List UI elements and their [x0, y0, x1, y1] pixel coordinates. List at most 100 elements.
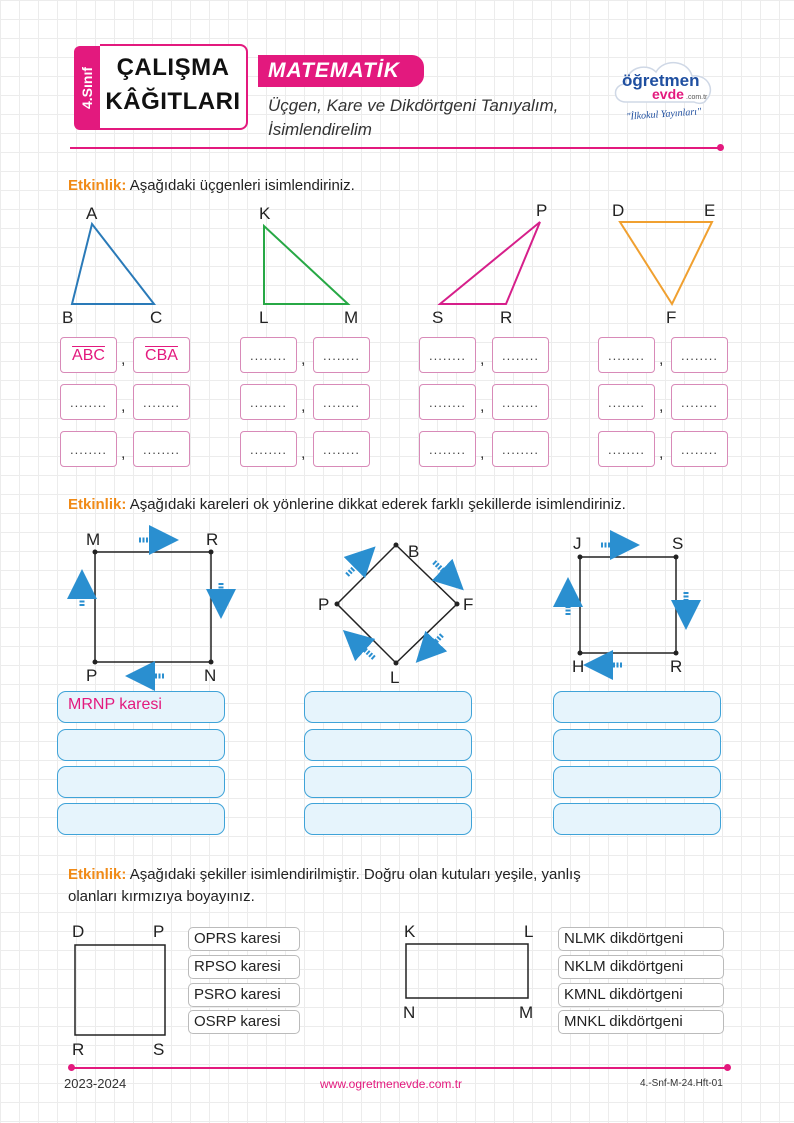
activity1-instruction: Etkinlik: Aşağıdaki üçgenleri isimlendir… — [68, 177, 355, 194]
vertex-label: R — [500, 308, 513, 327]
vertex-label: S — [672, 534, 684, 553]
title-line-2: KÂĞITLARI — [105, 88, 241, 115]
vertex-label: B — [408, 542, 420, 561]
footer-divider — [72, 1067, 726, 1069]
answer-box[interactable]: ........ — [419, 431, 476, 467]
comma: , — [659, 351, 664, 368]
vertex-label: D — [72, 922, 85, 941]
answer-box[interactable]: ........ — [419, 384, 476, 420]
arrow-icon — [553, 530, 701, 680]
vertex-label: L — [390, 668, 400, 687]
answer-box[interactable]: ........ — [60, 431, 117, 467]
answer-box[interactable]: ........ — [240, 384, 297, 420]
subject-banner: MATEMATİK — [258, 55, 424, 87]
vertex-label: F — [463, 595, 474, 614]
answer-box[interactable]: ........ — [492, 384, 549, 420]
comma: , — [301, 445, 306, 462]
activity-text: Aşağıdaki kareleri ok yönlerine dikkat e… — [129, 496, 626, 513]
footer-url[interactable]: www.ogretmenevde.com.tr — [320, 1077, 463, 1091]
arrow-icon — [342, 546, 464, 663]
footer-divider-dot — [68, 1064, 75, 1071]
answer-box[interactable]: ........ — [240, 431, 297, 467]
comma: , — [121, 398, 126, 415]
vertex-label: D — [612, 201, 625, 220]
comma: , — [301, 351, 306, 368]
answer-field[interactable]: MRNP karesi — [57, 691, 225, 723]
option-box[interactable]: OPRS karesi — [188, 927, 300, 951]
vertex-label: C — [150, 308, 163, 327]
comma: , — [480, 351, 485, 368]
answer-box[interactable]: ........ — [671, 337, 728, 373]
answer-field[interactable] — [553, 691, 721, 723]
answer-field[interactable] — [304, 691, 472, 723]
option-box[interactable]: OSRP karesi — [188, 1010, 300, 1034]
answer-field[interactable] — [304, 803, 472, 835]
activity2-instruction: Etkinlik: Aşağıdaki kareleri ok yönlerin… — [68, 496, 626, 513]
answer-box[interactable]: ........ — [419, 337, 476, 373]
answer-field[interactable] — [57, 729, 225, 761]
vertex-label: P — [86, 666, 98, 685]
square-dprs — [74, 944, 166, 1036]
answer-field[interactable] — [57, 803, 225, 835]
answer-box[interactable]: ........ — [133, 431, 190, 467]
triangle-abc — [70, 221, 157, 305]
logo-tagline: "İlkokul Yayınları" — [626, 105, 702, 122]
topic-title: Üçgen, Kare ve Dikdörtgeni Tanıyalım, İs… — [268, 94, 613, 142]
answer-field[interactable] — [553, 729, 721, 761]
activity-text-line-2: olanları kırmızıya boyayınız. — [68, 888, 255, 905]
answer-box[interactable]: ........ — [313, 384, 370, 420]
footer-divider-dot — [724, 1064, 731, 1071]
vertex-label: P — [153, 922, 165, 941]
option-box[interactable]: RPSO karesi — [188, 955, 300, 979]
answer-box[interactable]: ........ — [60, 384, 117, 420]
answer-field[interactable] — [553, 803, 721, 835]
vertex-label: N — [204, 666, 217, 685]
answer-box[interactable]: ........ — [598, 431, 655, 467]
vertex-label: J — [573, 534, 582, 553]
triangles-figure — [70, 221, 714, 307]
squares-figure — [67, 525, 701, 691]
triangle-def — [618, 221, 714, 307]
logo-main: öğretmen — [622, 71, 699, 90]
activity-label: Etkinlik: — [68, 177, 127, 194]
answer-field[interactable] — [304, 729, 472, 761]
vertex-label: P — [318, 595, 330, 614]
vertex-label: M — [86, 530, 101, 549]
answer-box[interactable]: ........ — [313, 337, 370, 373]
answer-field[interactable] — [553, 766, 721, 798]
triangle-psr — [437, 221, 541, 305]
comma: , — [121, 351, 126, 368]
answer-box[interactable]: ........ — [313, 431, 370, 467]
answer-box[interactable]: ........ — [671, 384, 728, 420]
answer-field[interactable] — [304, 766, 472, 798]
option-box[interactable]: KMNL dikdörtgeni — [558, 983, 724, 1007]
answer-box[interactable]: ........ — [671, 431, 728, 467]
activity-text-line-1: Aşağıdaki şekiller isimlendirilmiştir. D… — [129, 866, 581, 883]
answer-box[interactable]: ABC — [60, 337, 117, 373]
vertex-label: F — [666, 308, 677, 327]
grade-tab: 4.Sınıf — [74, 46, 100, 130]
answer-field[interactable] — [57, 766, 225, 798]
option-box[interactable]: MNKL dikdörtgeni — [558, 1010, 724, 1034]
vertex-label: B — [62, 308, 74, 327]
answer-box[interactable]: ........ — [492, 337, 549, 373]
option-box[interactable]: NLMK dikdörtgeni — [558, 927, 724, 951]
vertex-label: M — [519, 1003, 534, 1022]
comma: , — [480, 398, 485, 415]
vertex-label: K — [259, 204, 271, 223]
answer-box[interactable]: ........ — [133, 384, 190, 420]
vertex-label: L — [524, 922, 534, 941]
answer-box[interactable]: ........ — [492, 431, 549, 467]
option-box[interactable]: PSRO karesi — [188, 983, 300, 1007]
answer-box[interactable]: ........ — [598, 337, 655, 373]
title-line-1: ÇALIŞMA — [116, 54, 230, 81]
answer-box[interactable]: ........ — [598, 384, 655, 420]
option-box[interactable]: NKLM dikdörtgeni — [558, 955, 724, 979]
answer-box[interactable]: CBA — [133, 337, 190, 373]
publisher-logo: öğretmen evde .com.tr "İlkokul Yayınları… — [608, 54, 720, 124]
vertex-label: R — [72, 1040, 85, 1059]
logo-sub: evde — [652, 86, 684, 102]
vertex-label: K — [404, 922, 416, 941]
answer-box[interactable]: ........ — [240, 337, 297, 373]
vertex-label: E — [704, 201, 716, 220]
